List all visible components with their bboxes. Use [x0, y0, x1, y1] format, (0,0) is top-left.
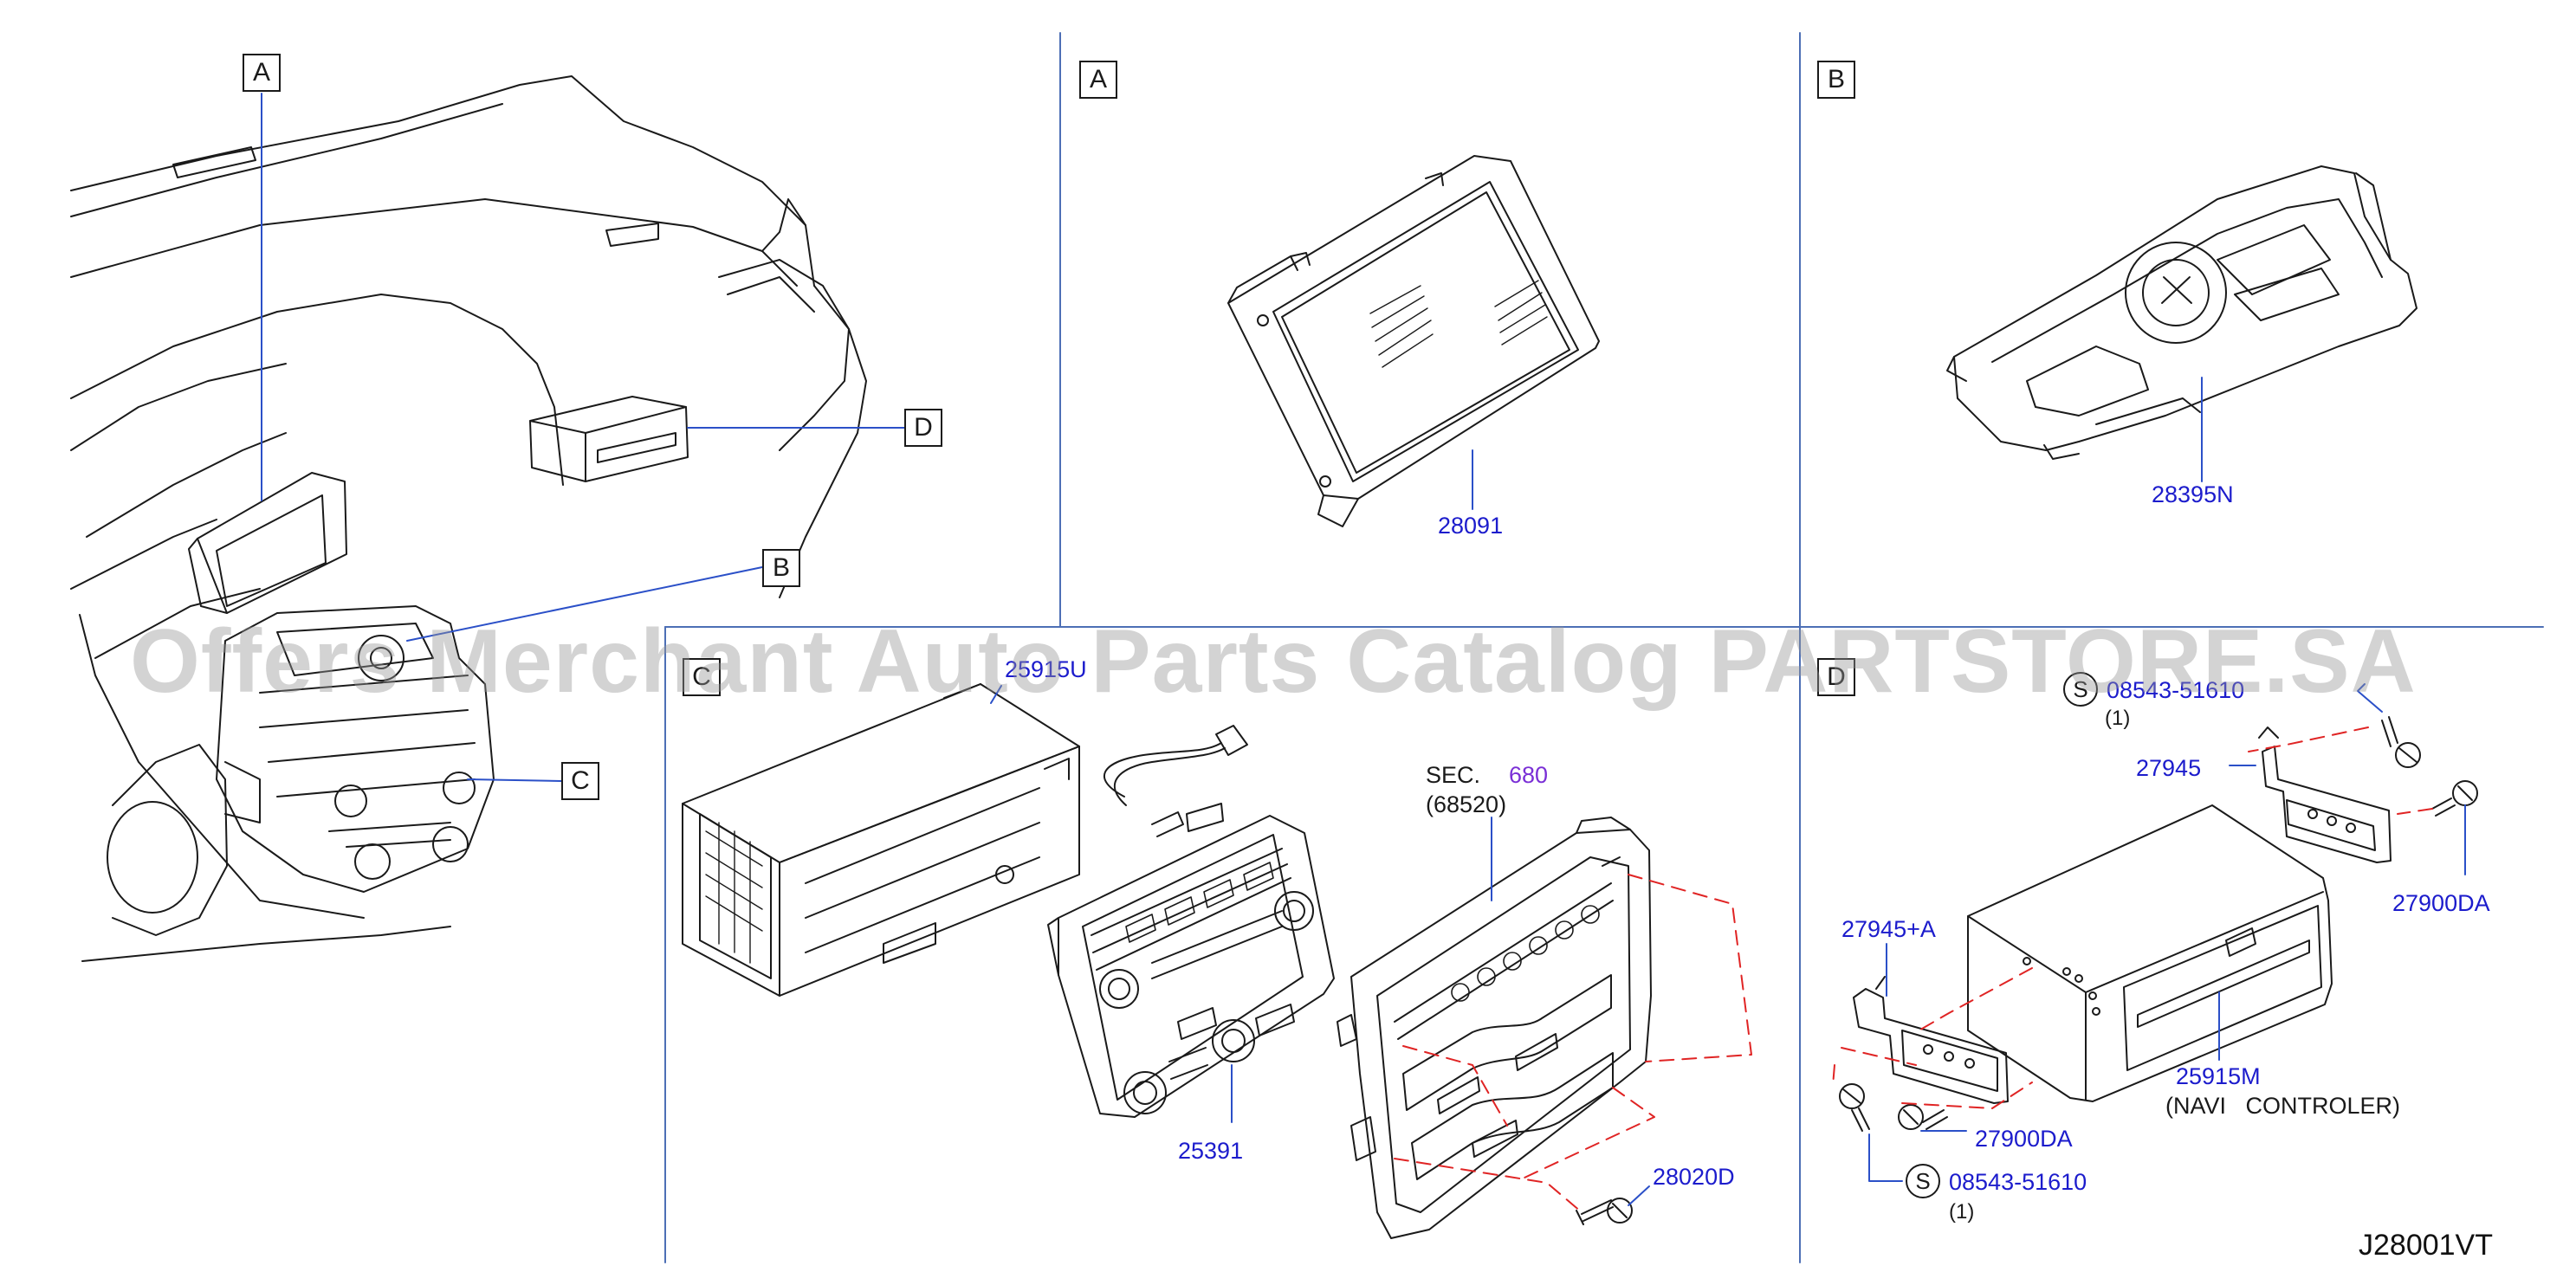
audio-unit-25915u — [682, 683, 1248, 997]
part-25915u[interactable]: 25915U — [1005, 656, 1087, 682]
navi-controller-description: (NAVI CONTROLER) — [2165, 1093, 2401, 1119]
part-25915m[interactable]: 25915M — [2176, 1063, 2261, 1089]
sec-prefix: SEC. — [1426, 762, 1481, 788]
part-28395n[interactable]: 28395N — [2152, 481, 2234, 507]
part-08543-51610-top[interactable]: 08543-51610 — [2107, 677, 2245, 703]
s-symbol-top: S — [2063, 672, 2098, 707]
section-key-c-panel: C — [683, 658, 721, 696]
diagram-code: J28001VT — [2359, 1229, 2493, 1262]
sec-number-link[interactable]: 680 — [1509, 762, 1549, 788]
bolt-08543-bottom — [1839, 1083, 1870, 1132]
section-key-d-panel: D — [1817, 658, 1855, 696]
section-key-b-overview[interactable]: B — [762, 549, 800, 587]
part-27945[interactable]: 27945 — [2136, 755, 2202, 781]
dashboard-overview — [70, 75, 867, 962]
finisher-bezel — [1337, 817, 1652, 1239]
part-25391[interactable]: 25391 — [1178, 1138, 1244, 1164]
section-key-b-panel: B — [1817, 61, 1855, 99]
section-key-c-overview[interactable]: C — [561, 762, 599, 800]
qty-top: (1) — [2105, 707, 2131, 730]
bolt-08543-top — [2381, 716, 2421, 768]
part-28020d[interactable]: 28020D — [1653, 1164, 1735, 1190]
leader-25915u — [990, 685, 1002, 704]
monitor-28091 — [1227, 155, 1600, 527]
section-key-a-panel: A — [1079, 61, 1117, 99]
sec-reference: (68520) — [1426, 791, 1507, 817]
screw-27900da-top — [2431, 780, 2478, 817]
panel-dividers — [664, 32, 2544, 1263]
navi-controller-25915m — [1967, 804, 2333, 1102]
switch-panel-28395n — [1946, 165, 2417, 460]
assembly-dashed-lines — [1394, 726, 2433, 1213]
part-27945a[interactable]: 27945+A — [1841, 916, 1936, 942]
part-27900da-top[interactable]: 27900DA — [2392, 890, 2490, 916]
panel-d-leaders — [1868, 683, 2466, 1182]
s-symbol-bottom: S — [1906, 1164, 1940, 1198]
leader-28020d — [1628, 1185, 1650, 1206]
part-27900da-bottom[interactable]: 27900DA — [1975, 1126, 2073, 1152]
section-key-d-overview[interactable]: D — [904, 409, 942, 447]
bracket-27945 — [2258, 726, 2392, 863]
screw-28020d — [1576, 1198, 1633, 1225]
screw-27900da-bottom — [1898, 1104, 1948, 1130]
overview-leaders — [261, 93, 905, 782]
qty-bottom: (1) — [1949, 1200, 1975, 1224]
control-unit-25391 — [1047, 811, 1335, 1118]
bracket-27945a — [1853, 976, 2009, 1104]
part-08543-51610-bottom[interactable]: 08543-51610 — [1949, 1169, 2087, 1195]
part-28091[interactable]: 28091 — [1438, 513, 1504, 539]
section-key-a-overview[interactable]: A — [243, 54, 281, 92]
